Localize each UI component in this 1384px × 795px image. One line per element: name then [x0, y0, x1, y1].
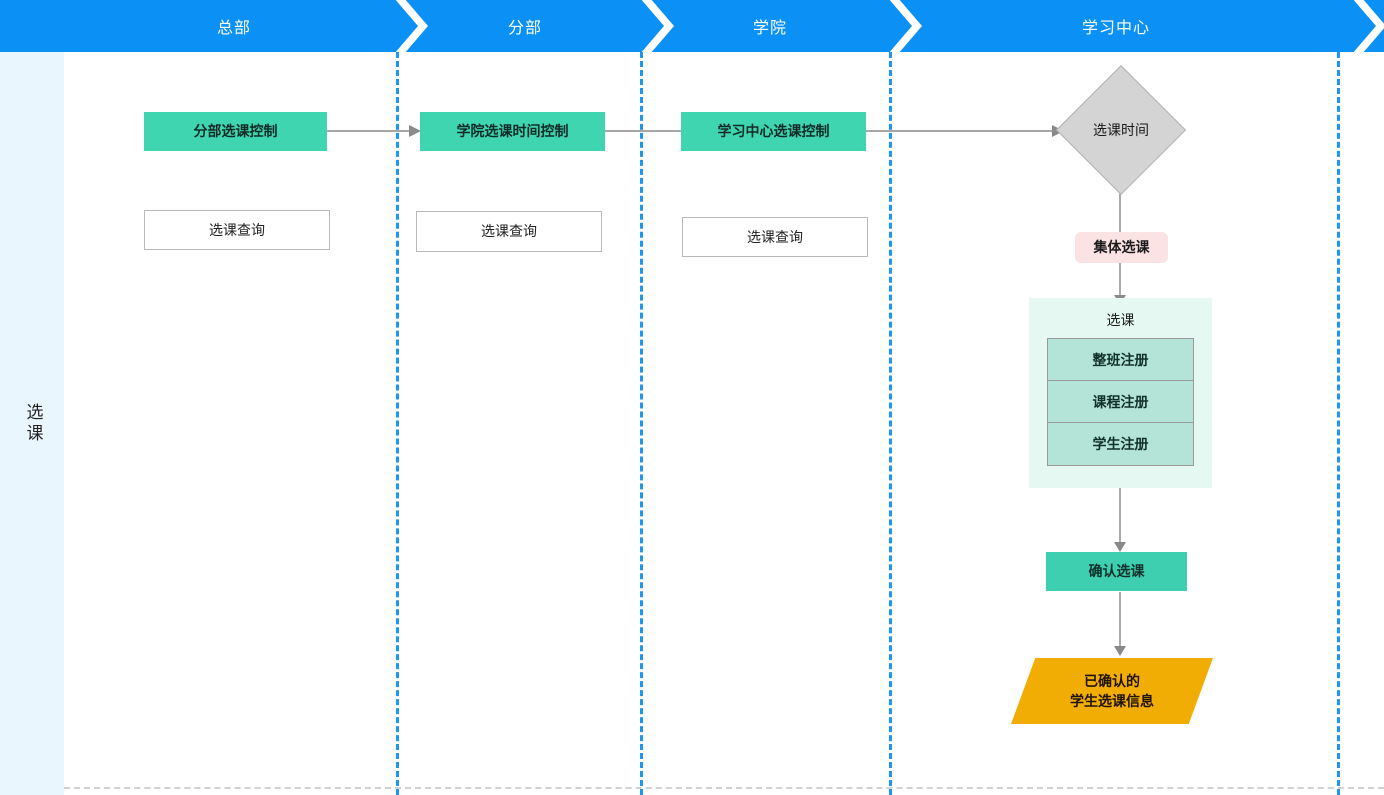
- group-course-selection: 选课 整班注册 课程注册 学生注册: [1029, 298, 1212, 488]
- node-course-query-hq[interactable]: 选课查询: [144, 210, 330, 250]
- lane-header-college[interactable]: 学院: [752, 20, 787, 37]
- connector-center-to-decision: [866, 118, 1066, 146]
- lane-divider-4: [1337, 52, 1340, 795]
- diagram-bottom-border: [64, 787, 1384, 789]
- node-student-registration[interactable]: 学生注册: [1048, 423, 1193, 465]
- output-label: 已确认的 学生选课信息: [1011, 658, 1213, 724]
- node-course-registration[interactable]: 课程注册: [1048, 381, 1193, 423]
- node-center-course-control[interactable]: 学习中心选课控制: [681, 112, 866, 151]
- node-college-course-time-control[interactable]: 学院选课时间控制: [420, 112, 605, 151]
- lane-chevron-2: [624, 0, 678, 52]
- node-class-registration[interactable]: 整班注册: [1048, 339, 1193, 381]
- swimlane-header-band: [0, 0, 1384, 52]
- lane-chevron-4: [1336, 0, 1384, 52]
- node-group-course-selection[interactable]: 集体选课: [1075, 232, 1168, 263]
- group-title-label: 选课: [1106, 312, 1135, 328]
- node-course-query-college[interactable]: 选课查询: [682, 217, 868, 257]
- lane-divider-1: [396, 52, 399, 795]
- connector-branch-to-college: [325, 118, 425, 146]
- group-item-list: 整班注册 课程注册 学生注册: [1047, 338, 1194, 466]
- output-label-line1: 已确认的: [1084, 672, 1140, 689]
- output-label-line2: 学生选课信息: [1070, 693, 1154, 709]
- lane-chevron-1: [378, 0, 432, 52]
- connector-confirm-to-output: [1114, 592, 1128, 658]
- lane-divider-2: [640, 52, 643, 795]
- parallelogram-shape: [1011, 658, 1213, 724]
- connector-group-box-to-confirm: [1114, 488, 1128, 554]
- connector-college-to-center: [604, 118, 686, 146]
- node-branch-course-control[interactable]: 分部选课控制: [144, 112, 327, 151]
- lane-header-center[interactable]: 学习中心: [1081, 20, 1150, 37]
- lane-chevron-3: [872, 0, 926, 52]
- node-course-query-branch[interactable]: 选课查询: [416, 211, 602, 252]
- lane-divider-3: [889, 52, 892, 795]
- node-confirm-course-selection[interactable]: 确认选课: [1046, 552, 1187, 591]
- lane-header-hq[interactable]: 总部: [216, 20, 251, 37]
- sidebar-band: 选课: [0, 52, 64, 795]
- sidebar-label-course-selection: 选课: [23, 402, 43, 445]
- lane-header-branch[interactable]: 分部: [507, 20, 542, 37]
- node-confirmed-student-course-info[interactable]: 已确认的 学生选课信息: [1011, 658, 1213, 724]
- diamond-label: 选课时间: [1093, 122, 1149, 138]
- node-decision-course-time[interactable]: 选课时间: [1055, 64, 1187, 196]
